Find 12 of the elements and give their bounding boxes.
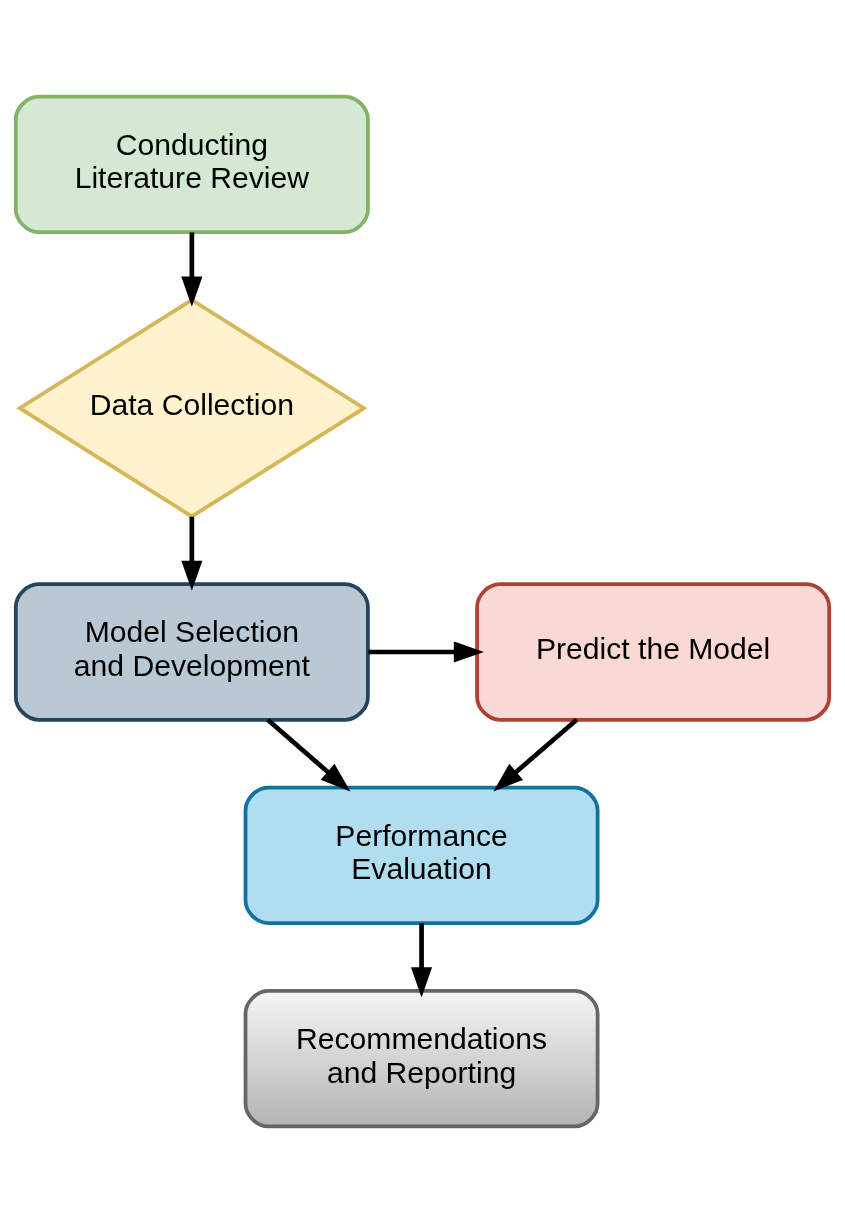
- arrow: [266, 718, 351, 792]
- arrow: [493, 718, 579, 792]
- arrow: [181, 232, 203, 307]
- node-box: Predict the Model: [475, 582, 832, 722]
- node-diamond: Data Collection: [16, 297, 368, 519]
- node-box: Performance Evaluation: [243, 785, 600, 925]
- node-box: Recommendations and Reporting: [243, 989, 600, 1129]
- node-box: Conducting Literature Review: [13, 94, 370, 234]
- arrow: [181, 516, 203, 591]
- arrow: [368, 641, 484, 663]
- node-box: Model Selection and Development: [13, 582, 370, 722]
- arrow: [411, 923, 433, 998]
